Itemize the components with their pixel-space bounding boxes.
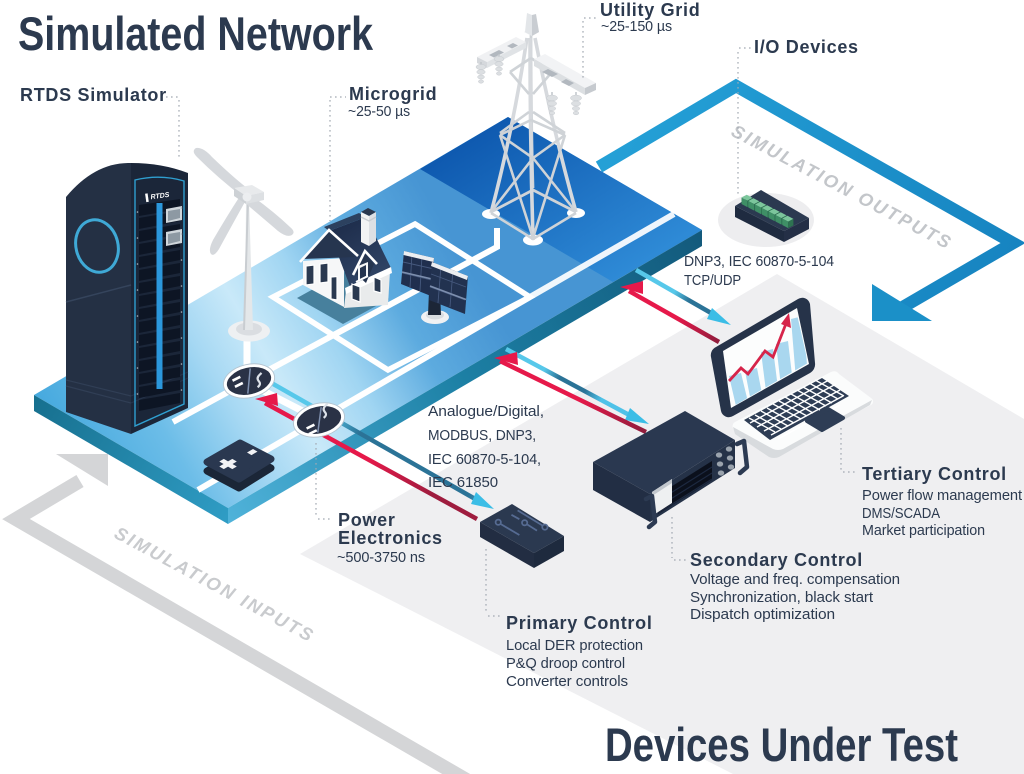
svg-text:Voltage and freq. compensation: Voltage and freq. compensation xyxy=(690,572,900,588)
svg-text:DNP3, IEC 60870-5-104: DNP3, IEC 60870-5-104 xyxy=(684,254,834,270)
svg-text:RTDS Simulator: RTDS Simulator xyxy=(20,85,167,105)
svg-text:IEC 61850: IEC 61850 xyxy=(428,475,498,491)
svg-text:IEC 60870-5-104,: IEC 60870-5-104, xyxy=(428,452,541,468)
svg-text:Primary Control: Primary Control xyxy=(506,613,653,633)
svg-text:Simulated Network: Simulated Network xyxy=(18,7,374,60)
svg-text:Utility Grid: Utility Grid xyxy=(600,0,700,20)
svg-text:Market participation: Market participation xyxy=(862,523,985,539)
svg-text:~500-3750 ns: ~500-3750 ns xyxy=(337,550,425,566)
svg-text:Local DER protection: Local DER protection xyxy=(506,638,643,654)
svg-text:Tertiary Control: Tertiary Control xyxy=(862,464,1007,484)
svg-text:Converter controls: Converter controls xyxy=(506,674,628,690)
svg-text:~25-50 µs: ~25-50 µs xyxy=(348,104,410,120)
svg-text:Microgrid: Microgrid xyxy=(349,84,437,104)
svg-text:DMS/SCADA: DMS/SCADA xyxy=(862,506,940,522)
svg-text:TCP/UDP: TCP/UDP xyxy=(684,273,741,289)
svg-text:Power: Power xyxy=(338,510,396,530)
svg-text:Power flow management: Power flow management xyxy=(862,488,1022,504)
svg-text:Synchronization, black start: Synchronization, black start xyxy=(690,590,873,606)
svg-text:P&Q droop control: P&Q droop control xyxy=(506,656,625,672)
svg-text:~25-150 µs: ~25-150 µs xyxy=(601,19,672,35)
svg-text:Devices Under Test: Devices Under Test xyxy=(605,718,958,771)
svg-text:MODBUS, DNP3,: MODBUS, DNP3, xyxy=(428,428,536,444)
svg-text:Electronics: Electronics xyxy=(338,528,443,548)
svg-text:Dispatch optimization: Dispatch optimization xyxy=(690,607,835,623)
svg-text:Secondary Control: Secondary Control xyxy=(690,550,863,570)
svg-text:I/O Devices: I/O Devices xyxy=(754,37,859,57)
svg-text:Analogue/Digital,: Analogue/Digital, xyxy=(428,404,544,420)
